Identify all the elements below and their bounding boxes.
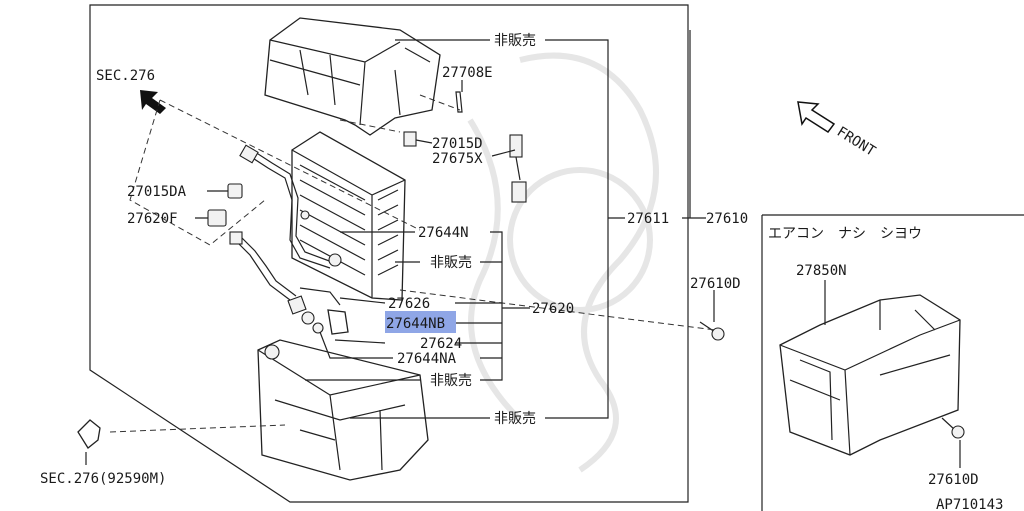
expansion-valve-part [287,287,349,335]
bolt-27610d-inset [941,417,965,439]
clip-27015da [227,183,243,199]
label-27644nb: 27644NB [386,316,445,332]
label-not-sold-top: 非販売 [494,33,536,49]
highlight-27644nb [385,311,456,333]
label-not-sold-mid: 非販売 [430,255,472,271]
label-27644n: 27644N [418,225,469,241]
label-27611: 27611 [627,211,669,227]
inset-title: エアコン ナシ シヨウ [768,226,922,242]
lower-case-part [257,339,429,481]
label-27620: 27620 [532,301,574,317]
label-front: FRONT [834,124,879,160]
label-not-sold-lower: 非販売 [430,373,472,389]
sec276-arrow-icon [140,90,166,114]
label-not-sold-bottom: 非販売 [494,411,536,427]
front-arrow-icon [797,101,836,134]
drain-hose-part [77,419,101,449]
label-27610: 27610 [706,211,748,227]
label-27610d-inset: 27610D [928,472,979,488]
label-27708e: 27708E [442,65,493,81]
label-27015d: 27015D [432,136,483,152]
main-frame [89,4,689,503]
duct-27850n-part [779,294,961,456]
label-27624: 27624 [420,336,462,352]
sensor-27708e [455,91,463,113]
leader-lines [85,30,961,468]
watermark-emblem [467,52,659,473]
label-27675x: 27675X [432,151,483,167]
label-27610d: 27610D [690,276,741,292]
inset-frame [761,214,1024,511]
label-27850n: 27850N [796,263,847,279]
pipe-assembly [229,144,342,301]
dashed-guide-lines [109,94,716,433]
bolt-27610d [699,321,725,341]
clip-27015d [403,131,417,147]
clip-27620f [207,209,227,227]
upper-case-part [264,17,441,136]
label-sec276: SEC.276 [96,68,155,84]
figure-id: AP710143 [936,497,1003,511]
connector-27675x [509,134,527,203]
label-27644na: 27644NA [397,351,457,367]
label-27015da: 27015DA [127,184,187,200]
label-27620f: 27620F [127,211,178,227]
label-27626: 27626 [388,296,430,312]
label-sec276-92590m: SEC.276(92590M) [40,471,166,487]
